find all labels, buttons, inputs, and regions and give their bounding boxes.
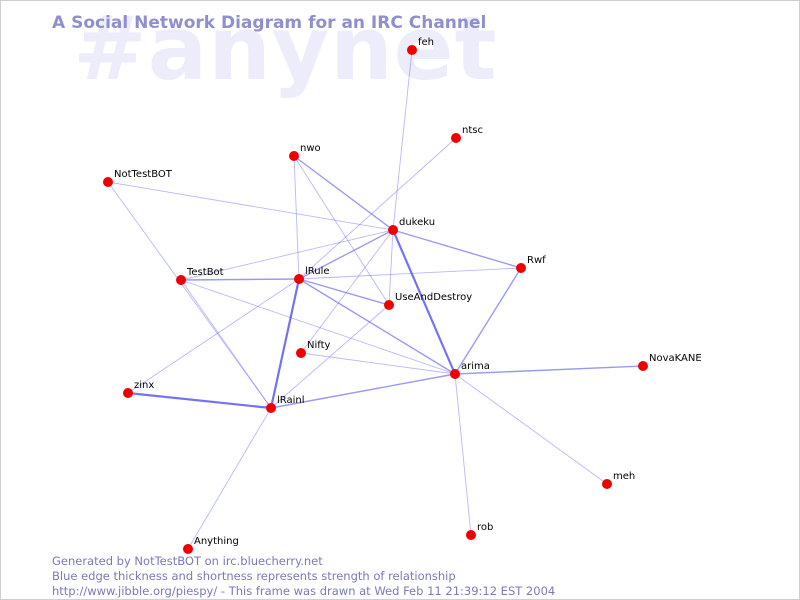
node-dot <box>516 263 526 273</box>
node-dot <box>296 348 306 358</box>
footer-legend-note: Blue edge thickness and shortness repres… <box>52 569 456 583</box>
node-dot <box>602 479 612 489</box>
node-UseAndDestroy: UseAndDestroy <box>384 292 472 310</box>
node-lRainl: lRainl <box>266 395 305 413</box>
node-label: arima <box>461 361 490 372</box>
edge-dukeku-TestBot <box>180 229 394 281</box>
node-dot <box>103 177 113 187</box>
node-Rwf: Rwf <box>516 255 546 273</box>
node-label: Anything <box>194 536 239 547</box>
node-Anything: Anything <box>183 536 239 554</box>
node-label: NovaKANE <box>649 353 702 364</box>
edge-Rwf-arima <box>454 267 522 375</box>
node-dot <box>388 225 398 235</box>
node-label: rob <box>477 522 493 533</box>
footer-generated-by: Generated by NotTestBOT on irc.bluecherr… <box>52 554 323 568</box>
edge-dukeku-Rwf <box>392 229 522 269</box>
edge-ntsc-lRule <box>298 137 457 280</box>
edge-Nifty-arima <box>300 352 456 375</box>
node-dukeku: dukeku <box>388 217 435 235</box>
node-label: TestBot <box>186 267 224 278</box>
node-dot <box>384 300 394 310</box>
node-label: Nifty <box>307 340 331 351</box>
node-feh: feh <box>407 37 434 55</box>
edge-arima-lRainl <box>270 373 456 409</box>
node-label: dukeku <box>399 217 435 228</box>
node-NovaKANE: NovaKANE <box>638 353 702 371</box>
edge-lRule-arima <box>298 278 456 375</box>
edge-dukeku-UseAndDestroy <box>388 229 394 306</box>
channel-watermark: #anynet <box>73 0 498 100</box>
node-dot <box>289 151 299 161</box>
edge-lRule-zinx <box>127 278 300 394</box>
edge-lRainl-Anything <box>187 407 272 550</box>
node-dot <box>294 274 304 284</box>
diagram-title: A Social Network Diagram for an IRC Chan… <box>52 13 487 33</box>
edge-TestBot-lRainl <box>180 279 272 409</box>
node-label: Rwf <box>527 255 546 266</box>
node-dot <box>123 388 133 398</box>
node-dot <box>266 403 276 413</box>
node-lRule: lRule <box>294 266 330 284</box>
node-dot <box>450 369 460 379</box>
node-label: lRule <box>305 266 330 277</box>
node-TestBot: TestBot <box>176 267 224 285</box>
edge-NotTestBOT-lRainl <box>107 181 272 409</box>
node-dot <box>638 361 648 371</box>
edge-NotTestBOT-dukeku <box>107 181 394 231</box>
node-label: UseAndDestroy <box>395 292 472 303</box>
edge-dukeku-Nifty <box>300 229 394 354</box>
node-dot <box>451 133 461 143</box>
edge-Rwf-lRule <box>298 267 522 280</box>
edge-TestBot-arima <box>180 279 456 375</box>
node-label: lRainl <box>277 395 305 406</box>
node-label: feh <box>418 37 434 48</box>
edge-arima-rob <box>454 373 472 536</box>
node-dot <box>183 544 193 554</box>
node-label: zinx <box>134 380 154 391</box>
edge-nwo-dukeku <box>293 155 394 231</box>
edges-layer <box>107 49 644 550</box>
edge-feh-dukeku <box>392 49 413 231</box>
footer: Generated by NotTestBOT on irc.bluecherr… <box>52 554 555 599</box>
edge-lRule-UseAndDestroy <box>298 278 390 306</box>
node-NotTestBOT: NotTestBOT <box>103 169 173 187</box>
node-Nifty: Nifty <box>296 340 331 358</box>
footer-url-timestamp: http://www.jibble.org/piespy/ - This fra… <box>52 584 556 598</box>
node-meh: meh <box>602 471 635 489</box>
node-nwo: nwo <box>289 143 321 161</box>
node-arima: arima <box>450 361 490 379</box>
node-ntsc: ntsc <box>451 125 483 143</box>
edge-zinx-lRainl <box>127 391 272 410</box>
edge-dukeku-arima <box>391 229 457 375</box>
node-label: meh <box>613 471 635 482</box>
edge-arima-NovaKANE <box>454 365 644 375</box>
node-dot <box>176 275 186 285</box>
edge-TestBot-lRule <box>180 278 300 281</box>
edge-dukeku-lRule <box>298 229 394 280</box>
node-zinx: zinx <box>123 380 154 398</box>
edge-arima-meh <box>454 373 608 485</box>
node-rob: rob <box>466 522 493 540</box>
node-dot <box>466 530 476 540</box>
edge-lRule-lRainl <box>269 278 301 409</box>
node-label: ntsc <box>462 125 483 136</box>
node-label: nwo <box>300 143 321 154</box>
edge-nwo-UseAndDestroy <box>293 155 390 306</box>
node-label: NotTestBOT <box>114 169 173 180</box>
edge-nwo-lRule <box>293 155 300 280</box>
edge-UseAndDestroy-lRainl <box>270 304 390 409</box>
node-dot <box>407 45 417 55</box>
